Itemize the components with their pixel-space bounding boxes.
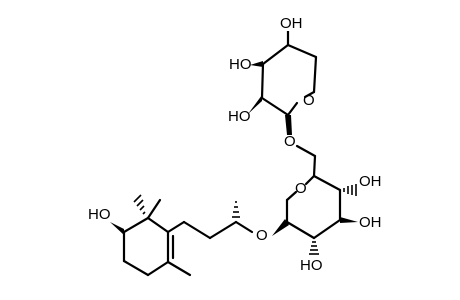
bond bbox=[261, 43, 290, 66]
wedge-bond bbox=[248, 95, 262, 114]
bond bbox=[146, 260, 170, 277]
hashed-bond bbox=[343, 184, 357, 196]
bond bbox=[312, 174, 342, 192]
bond bbox=[182, 220, 212, 240]
ring-oxygen-label: O bbox=[295, 180, 307, 197]
glycosidic-linker bbox=[295, 144, 317, 178]
hashed-bond bbox=[309, 241, 319, 255]
bond bbox=[286, 101, 299, 117]
glycosidic-oxygen-label: O bbox=[284, 133, 296, 150]
atom-labels: OH HO HO O O O OH OH HO O HO bbox=[88, 15, 382, 274]
bond bbox=[234, 220, 254, 234]
hydroxyl-label: OH bbox=[359, 173, 382, 190]
bond bbox=[166, 260, 192, 277]
hydroxyl-label: HO bbox=[229, 56, 252, 73]
bond bbox=[303, 90, 316, 99]
bond bbox=[304, 174, 316, 186]
bond bbox=[312, 154, 317, 178]
wedge-bond bbox=[250, 61, 263, 67]
hashed-bond bbox=[133, 194, 146, 215]
bond bbox=[208, 220, 238, 240]
hydroxyl-label: OH bbox=[359, 214, 382, 231]
wedge-bond bbox=[272, 219, 289, 236]
xylose-ring bbox=[248, 28, 318, 135]
bond bbox=[260, 62, 265, 100]
bond bbox=[260, 96, 290, 117]
bond bbox=[122, 216, 150, 234]
hydroxyl-label: HO bbox=[228, 108, 251, 125]
hydroxyl-label: OH bbox=[280, 15, 303, 32]
hashed-bond bbox=[232, 201, 240, 218]
cyclohexene-ring bbox=[110, 194, 192, 277]
wedge-bond bbox=[110, 222, 124, 235]
bond bbox=[285, 190, 298, 202]
wedge-bond bbox=[340, 217, 358, 223]
hydroxyl-label: HO bbox=[300, 257, 323, 274]
wedge-bond bbox=[285, 115, 292, 135]
bond bbox=[166, 220, 186, 234]
hydroxyl-label: HO bbox=[88, 206, 111, 223]
bond bbox=[122, 259, 150, 277]
aglycone-oxygen-label: O bbox=[256, 227, 268, 244]
bond bbox=[146, 198, 162, 220]
bond bbox=[312, 55, 318, 94]
bond bbox=[295, 144, 317, 158]
ring-oxygen-label: O bbox=[303, 92, 315, 109]
bond bbox=[285, 220, 316, 240]
glucose-ring bbox=[272, 174, 358, 255]
aglycone-chain bbox=[166, 201, 254, 240]
bond bbox=[286, 43, 318, 59]
bond bbox=[146, 216, 170, 234]
bond bbox=[312, 218, 342, 240]
